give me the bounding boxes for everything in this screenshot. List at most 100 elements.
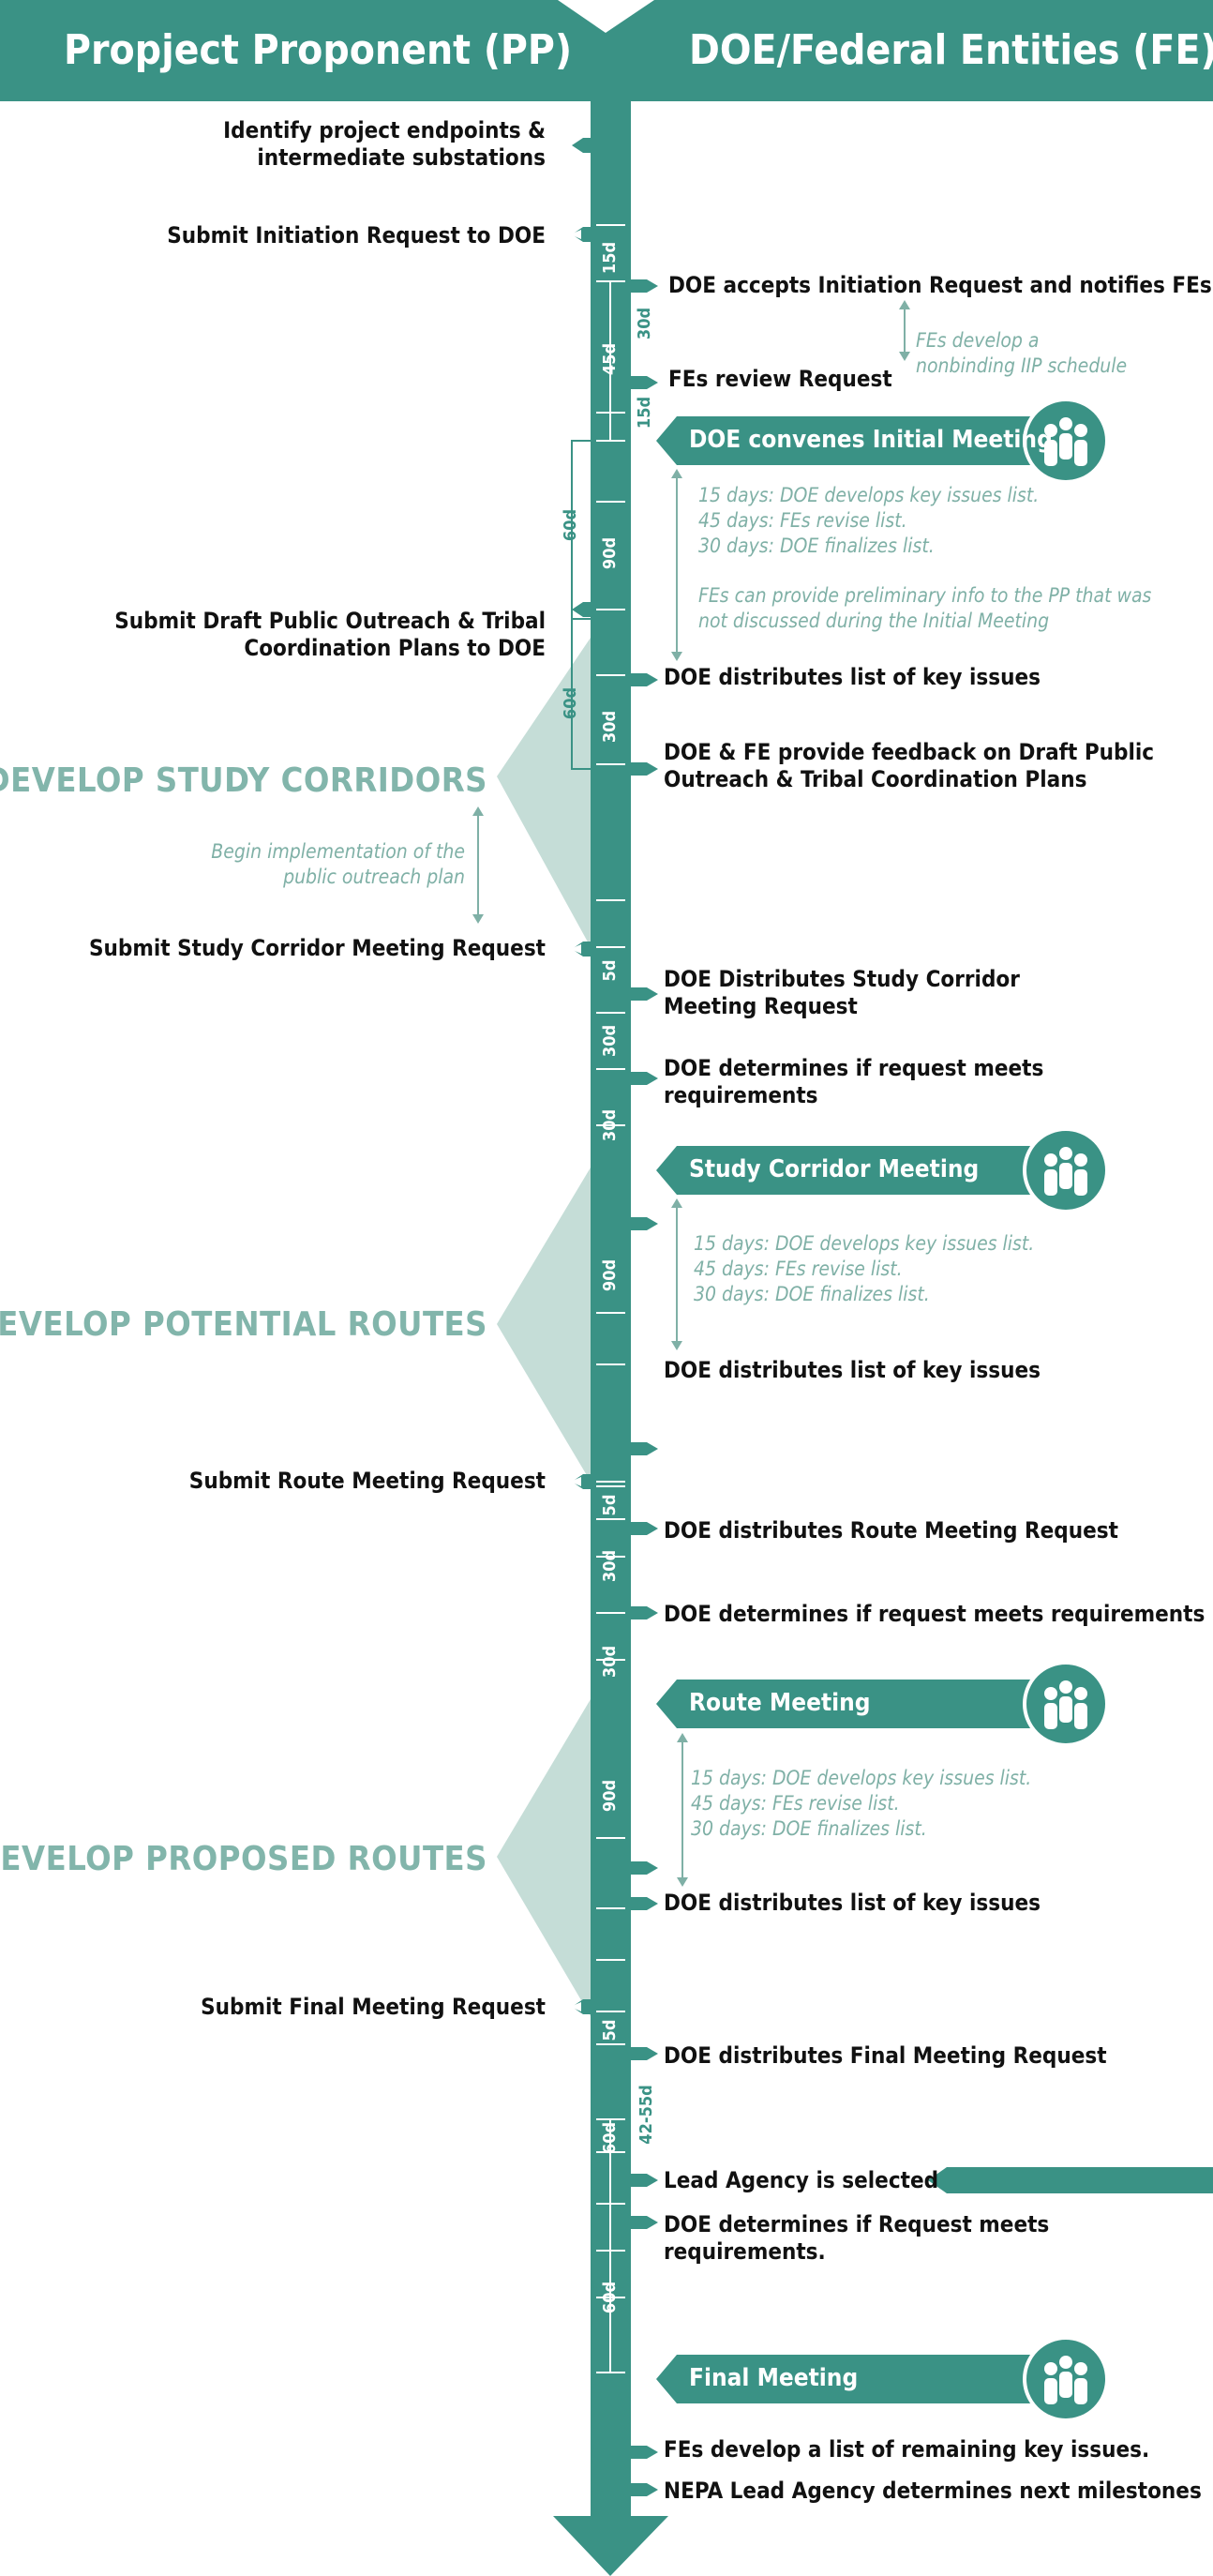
duration-label: 15d (600, 241, 620, 275)
text-line: not discussed during the Initial Meeting (698, 610, 1050, 632)
fe-connector-arrow (631, 762, 658, 776)
pp-step-label: Submit Route Meeting Request (189, 1468, 546, 1495)
pp-step-label: Submit Study Corridor Meeting Request (89, 935, 546, 962)
people-icon (1044, 1703, 1057, 1729)
text-line: NEPA Lead Agency determines next milesto… (664, 2478, 1202, 2504)
note-arrow-iip-head (899, 300, 910, 309)
pp-connector-arrow (572, 1999, 595, 2014)
text-line: public outreach plan (283, 866, 465, 888)
fe-step-label: DOE & FE provide feedback on Draft Publi… (664, 739, 1154, 793)
text-line: intermediate substations (257, 144, 546, 171)
meeting-banner (656, 416, 1059, 465)
meeting-banner (656, 1146, 1059, 1195)
people-icon (1074, 1169, 1087, 1196)
text-line: 30 days: DOE finalizes list. (694, 1283, 930, 1305)
people-icon (1044, 2378, 1057, 2404)
people-icon (1044, 1153, 1057, 1167)
pp-connector-arrow (572, 942, 595, 957)
phase-label: DEVELOP STUDY CORRIDORS (0, 761, 487, 800)
people-icon (1074, 1703, 1087, 1729)
text-line: FEs develop a list of remaining key issu… (664, 2436, 1150, 2463)
meeting-label: Final Meeting (689, 2364, 859, 2392)
fe-step-label: DOE distributes Final Meeting Request (664, 2042, 1107, 2070)
fe-connector-arrow (631, 1522, 658, 1535)
fe-connector-arrow (631, 1861, 658, 1875)
people-icon (1044, 2362, 1057, 2375)
text-line: DOE distributes list of key issues (664, 664, 1041, 690)
fe-connector-arrow (631, 279, 658, 293)
text-line: FEs develop a (916, 329, 1040, 352)
text-line: DOE determines if request meets (664, 1055, 1044, 1081)
duration-label: 30d (635, 307, 654, 340)
pp-step-label: Submit Final Meeting Request (201, 1994, 546, 2021)
duration-label: 30d (600, 1549, 620, 1583)
duration-label: 60d (561, 686, 580, 720)
note-text: Begin implementation of the public outrea… (211, 839, 465, 890)
text-line: Identify project endpoints & (223, 117, 546, 143)
fe-connector-arrow (631, 1897, 658, 1910)
text-line: 15 days: DOE develops key issues list. (691, 1767, 1032, 1789)
text-line: requirements. (664, 2238, 826, 2265)
duration-label: 15d (635, 396, 654, 429)
note-text: FEs can provide preliminary info to the … (698, 583, 1151, 634)
fe-connector-arrow (631, 2483, 658, 2496)
fe-step-label: DOE accepts Initiation Request and notif… (668, 272, 1212, 299)
pp-connector-arrow (572, 602, 595, 617)
meeting-label: Study Corridor Meeting (689, 1155, 980, 1183)
duration-label: 90d (600, 1258, 620, 1292)
text-line: Submit Final Meeting Request (201, 1994, 546, 2020)
people-icon (1059, 1163, 1072, 1189)
text-line: 30 days: DOE finalizes list. (691, 1817, 927, 1840)
header-notch (558, 0, 654, 33)
people-icon (1059, 433, 1072, 459)
duration-label: 60d (561, 508, 580, 542)
people-icon (1074, 2362, 1087, 2375)
text-line: DOE determines if request meets requirem… (664, 1601, 1206, 1627)
text-line: DOE distributes list of key issues (664, 1357, 1041, 1383)
meeting-banner (656, 1680, 1059, 1728)
people-icon (1074, 1687, 1087, 1700)
note-arrow-outreach-head (472, 806, 484, 816)
text-line: 30 days: DOE finalizes list. (698, 535, 935, 557)
people-icon (1059, 1680, 1072, 1694)
meeting-banner (656, 2355, 1059, 2403)
text-line: DOE accepts Initiation Request and notif… (668, 272, 1212, 298)
people-icon (1074, 2378, 1087, 2404)
duration-label: 90d (600, 1779, 620, 1813)
note-arrow-issues-3-head (677, 1877, 688, 1887)
fe-connector-arrow (631, 673, 658, 686)
text-line: Lead Agency is selected (664, 2167, 939, 2193)
fe-step-label: FEs develop a list of remaining key issu… (664, 2436, 1149, 2463)
duration-label: 5d (600, 959, 620, 982)
bracket-60d-left-2 (571, 618, 591, 770)
text-line: FEs can provide preliminary info to the … (698, 584, 1152, 607)
text-line: Coordination Plans to DOE (244, 635, 546, 661)
fe-step-label: NEPA Lead Agency determines next milesto… (664, 2478, 1202, 2505)
fe-connector-arrow (631, 1217, 658, 1230)
note-text: 15 days: DOE develops key issues list.45… (691, 1766, 1031, 1842)
meeting-label: DOE convenes Initial Meeting (689, 426, 1053, 454)
phase-wedge-potential (497, 1167, 591, 1482)
note-arrow-outreach-head (472, 914, 484, 924)
fe-connector-arrow (631, 2047, 658, 2060)
text-line: Submit Route Meeting Request (188, 1468, 546, 1494)
phase-label: DEVELOP POTENTIAL ROUTES (0, 1305, 487, 1344)
pp-arrow-hollow (570, 2002, 581, 2011)
text-line: FEs review Request (668, 366, 892, 392)
text-line: nonbinding IIP schedule (916, 354, 1128, 377)
text-line: requirements (664, 1082, 818, 1108)
pp-step-label: Identify project endpoints &intermediate… (223, 117, 546, 172)
lead-agency-arrow (928, 2167, 1213, 2193)
text-line: Submit Study Corridor Meeting Request (88, 935, 546, 961)
text-line: Begin implementation of the (211, 840, 465, 863)
duration-label: 90d (600, 536, 620, 570)
people-icon (1044, 424, 1057, 437)
duration-label: 30d (600, 1024, 620, 1058)
duration-label: 42-55d (636, 2085, 656, 2145)
fe-connector-arrow (631, 2174, 658, 2187)
text-line: DOE Distributes Study Corridor (664, 966, 1020, 992)
note-text: 15 days: DOE develops key issues list.45… (694, 1231, 1034, 1307)
